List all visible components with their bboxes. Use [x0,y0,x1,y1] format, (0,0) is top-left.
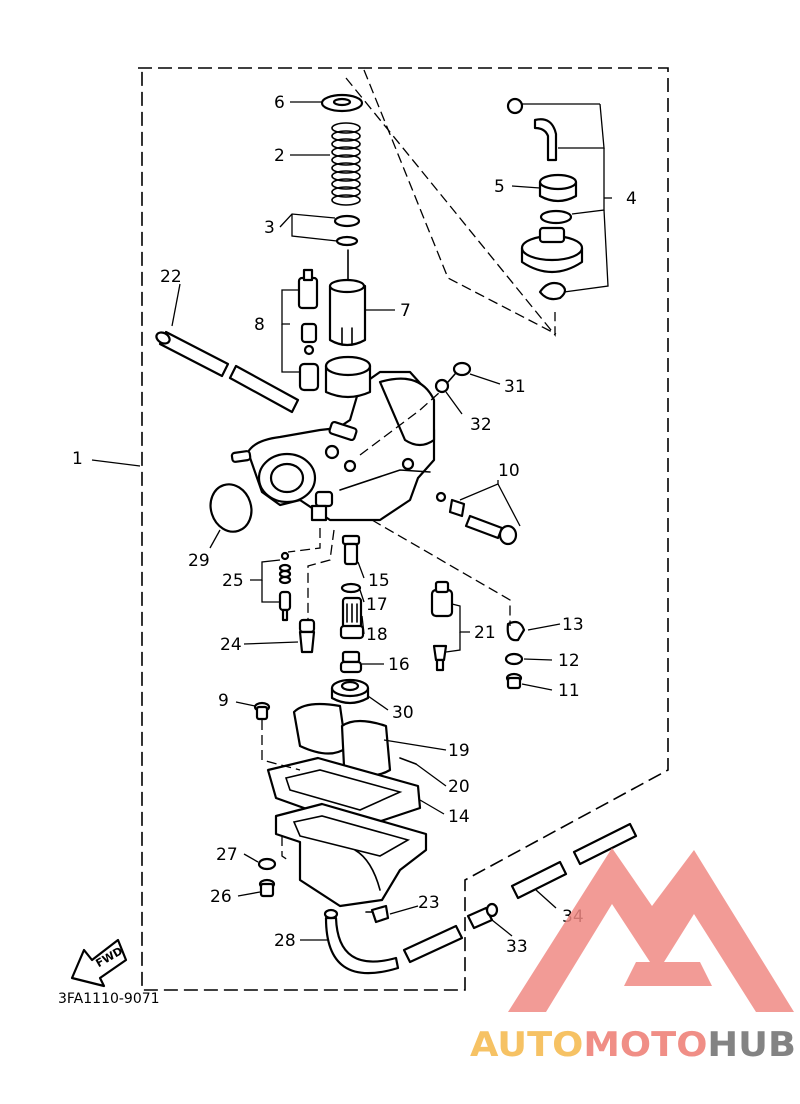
part-31-screw [447,361,472,383]
watermark-moto: MOTO [583,1025,707,1065]
part-23-drain-screw [365,904,390,924]
callout-18: 18 [366,625,388,645]
part-28-drain-hose [323,908,464,975]
part-9-screw [253,701,271,721]
callout-13: 13 [562,615,584,635]
part-25-pilot-screw [278,551,292,622]
callout-26: 26 [210,887,232,907]
fwd-arrow-icon [70,938,128,988]
part-shapes [70,93,638,988]
part-24-pilot-jet [298,618,316,654]
callout-2: 2 [274,146,285,166]
callout-14: 14 [448,807,470,827]
part-13-clamp [506,620,526,642]
diagram-code: 3FA1110-9071 [58,991,160,1007]
callout-32: 32 [470,415,492,435]
part-11-screw [505,672,523,690]
part-8-pilot-set [297,268,320,392]
callout-16: 16 [388,655,410,675]
part-17-o-ring [340,582,362,594]
part-19-float [292,702,392,777]
part-3-clip [333,214,361,247]
callout-15: 15 [368,571,390,591]
part-14-gasket [266,756,422,830]
part-21-needle-valve [430,580,454,672]
callout-9: 9 [218,691,229,711]
part-30-plug [330,678,370,705]
callout-19: 19 [448,741,470,761]
callout-20: 20 [448,777,470,797]
callout-12: 12 [558,651,580,671]
callout-11: 11 [558,681,580,701]
watermark-hub: HUB [707,1025,796,1065]
callout-1: 1 [72,449,83,469]
part-2-spring [331,122,361,206]
part-1-carburetor-body [230,355,436,522]
part-15-needle-jet [341,534,361,566]
part-26-bolt [258,878,276,898]
watermark-triangle-logo [508,848,794,1012]
callout-6: 6 [274,93,285,113]
part-4-choke-assembly [506,97,584,301]
callout-3: 3 [264,218,275,238]
callout-28: 28 [274,931,296,951]
callout-25: 25 [222,571,244,591]
part-float-bowl [274,802,428,908]
part-32-washer [434,378,450,394]
callout-21: 21 [474,623,496,643]
part-10-throttle-stop-screw [435,491,518,546]
callout-10: 10 [498,461,520,481]
callout-30: 30 [392,703,414,723]
part-20-float-pin [399,757,417,765]
callout-24: 24 [220,635,242,655]
part-18-main-nozzle [339,596,365,640]
part-34-hose [510,822,638,900]
part-12-washer [504,652,524,666]
callout-29: 29 [188,551,210,571]
callout-7: 7 [400,301,411,321]
callout-8: 8 [254,315,265,335]
part-27-washer [257,857,277,871]
callout-31: 31 [504,377,526,397]
part-7-throttle-slide [328,278,367,347]
part-29-o-ring [209,483,253,533]
watermark-auto: AUTO [470,1025,583,1065]
part-16-main-jet [339,650,363,674]
alignment-lines [261,69,557,861]
callout-17: 17 [366,595,388,615]
callout-27: 27 [216,845,238,865]
leader-lines [91,101,612,941]
callout-4: 4 [626,189,637,209]
callout-33: 33 [506,937,528,957]
callout-5: 5 [494,177,505,197]
part-33-fitting [466,902,499,930]
assembly-frame [138,67,669,991]
callout-labels: 6 2 3 4 5 7 8 22 31 32 1 10 29 25 15 17 … [72,93,637,957]
callout-22: 22 [160,267,182,287]
part-22-hose [155,330,300,414]
callout-23: 23 [418,893,440,913]
